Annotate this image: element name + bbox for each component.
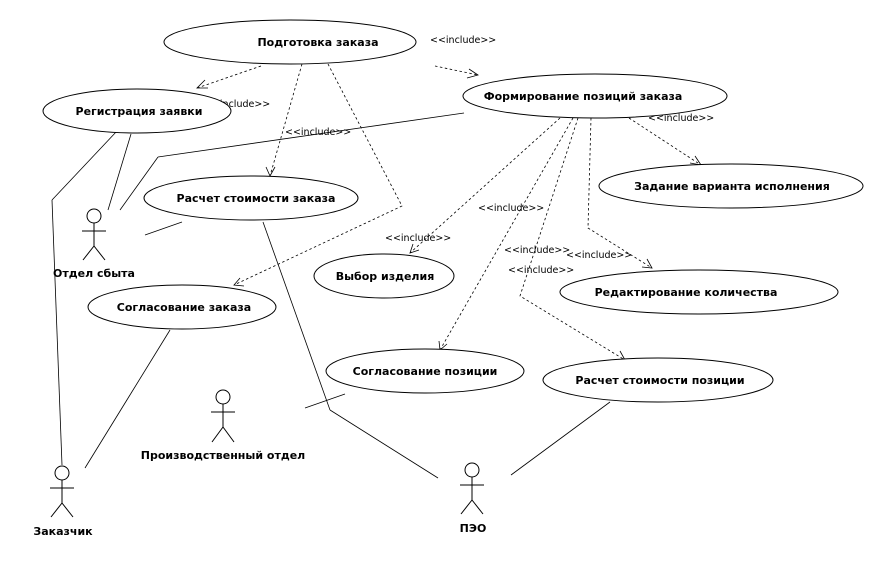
usecase-calc-order-cost-label: Расчет стоимости заказа [177, 192, 336, 205]
actor-peo-figure-icon [460, 462, 484, 515]
actor-production-figure-icon [211, 389, 235, 443]
actor-peo-label: ПЭО [460, 522, 487, 535]
include-label-calc-order: <<include>> [285, 127, 351, 138]
usecase-choose-product-label: Выбор изделия [336, 270, 435, 283]
actor-customer[interactable]: Заказчик [33, 465, 93, 538]
assoc-sales-calc-order [144, 221, 183, 236]
include-label-register: <<include>> [204, 99, 270, 110]
include-form-approve-position [439, 117, 574, 351]
use-cases: Подготовка заказа Регистрация заявки Фор… [42, 19, 864, 403]
usecase-prep-order-label: Подготовка заказа [257, 36, 378, 49]
assoc-customer-register-2 [51, 199, 63, 466]
include-prep-approve-order [233, 63, 403, 286]
usecase-set-variant-label: Задание варианта исполнения [634, 180, 830, 193]
usecase-calc-order-cost[interactable]: Расчет стоимости заказа [143, 175, 359, 221]
usecase-edit-quantity-label: Редактирование количества [595, 286, 778, 299]
include-label-choose-product-b: <<include>> [385, 233, 451, 244]
include-prep-form-positions [434, 65, 479, 76]
include-label-calc-position: <<include>> [508, 265, 574, 276]
actors: Отдел сбыта Производственный отдел Заказ… [33, 208, 487, 538]
actor-sales-figure-icon [82, 208, 106, 261]
assoc-sales-form-positions-b [119, 156, 159, 211]
include-label-approve-position: <<include>> [504, 245, 570, 256]
actor-customer-figure-icon [50, 465, 74, 518]
usecase-register-request[interactable]: Регистрация заявки [42, 88, 232, 134]
usecase-approve-order-label: Согласование заказа [117, 301, 251, 314]
usecase-choose-product[interactable]: Выбор изделия [313, 253, 455, 299]
actor-sales-label: Отдел сбыта [53, 267, 135, 280]
actor-production-label: Производственный отдел [141, 449, 305, 462]
include-label-prep-form: <<include>> [430, 35, 496, 46]
include-prep-calc-order [269, 63, 303, 177]
include-form-edit-quantity [587, 117, 653, 269]
include-label-edit-quantity: <<include>> [566, 250, 632, 261]
usecase-form-positions[interactable]: Формирование позиций заказа [462, 73, 728, 119]
usecase-calc-position-cost[interactable]: Расчет стоимости позиции [542, 357, 774, 403]
actor-peo[interactable]: ПЭО [460, 462, 487, 535]
usecase-set-variant[interactable]: Задание варианта исполнения [598, 163, 864, 209]
usecase-form-positions-label: Формирование позиций заказа [484, 90, 683, 103]
usecase-calc-position-cost-label: Расчет стоимости позиции [575, 374, 744, 387]
assoc-production-approve-position [304, 393, 346, 409]
associations [51, 112, 611, 479]
usecase-register-request-label: Регистрация заявки [76, 105, 203, 118]
assoc-peo-calc-order [262, 221, 331, 411]
include-labels: <<include>> <<include>> <<include>> <<in… [204, 35, 714, 276]
include-form-set-variant [628, 117, 702, 166]
assoc-sales-register [107, 133, 132, 211]
include-label-choose-product-a: <<include>> [478, 203, 544, 214]
assoc-sales-form-positions-a [157, 112, 465, 158]
usecase-approve-position-label: Согласование позиции [353, 365, 498, 378]
usecase-prep-order[interactable]: Подготовка заказа [163, 19, 417, 65]
actor-production[interactable]: Производственный отдел [141, 389, 305, 462]
actor-customer-label: Заказчик [33, 525, 93, 538]
assoc-customer-approve-order [84, 329, 171, 469]
assoc-customer-register [51, 130, 118, 201]
include-dependencies [196, 63, 702, 361]
usecase-edit-quantity[interactable]: Редактирование количества [559, 269, 839, 315]
usecase-approve-order[interactable]: Согласование заказа [87, 284, 277, 330]
usecase-approve-position[interactable]: Согласование позиции [325, 348, 525, 394]
include-label-set-variant: <<include>> [648, 113, 714, 124]
include-prep-register [196, 65, 262, 89]
assoc-peo-calc-position [510, 401, 611, 476]
actor-sales[interactable]: Отдел сбыта [53, 208, 135, 280]
include-form-choose-product [409, 117, 561, 254]
include-form-calc-position [519, 117, 626, 361]
assoc-peo-calc-order-2 [329, 409, 439, 479]
